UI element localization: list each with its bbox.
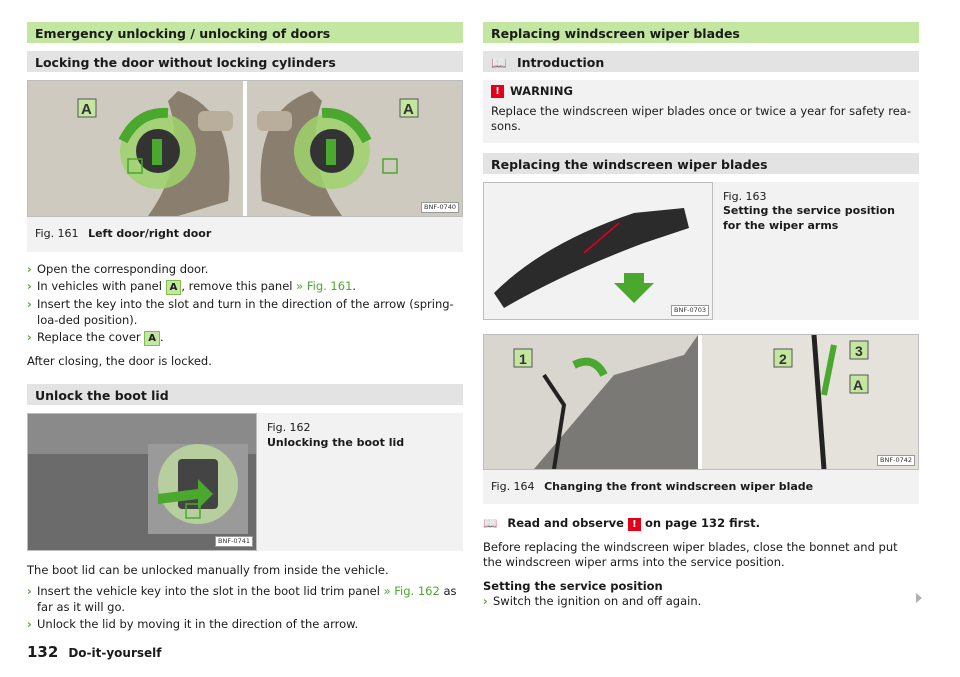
continue-arrow-icon [916, 593, 922, 603]
boot-lid-intro: The boot lid can be unlocked manually fr… [27, 562, 389, 577]
warning-icon: ! [627, 518, 641, 532]
read-and-observe: 📖 Read and observe ! on page 132 first. [483, 516, 760, 532]
figure-163-caption: Fig. 163 Setting the service position fo… [723, 189, 895, 233]
list-item: ›Replace the cover A. [27, 330, 164, 347]
list-item: ›Open the corresponding door. [27, 261, 209, 276]
right-column: Replacing windscreen wiper blades 📖 Intr… [483, 22, 919, 612]
door-steps: ›Open the corresponding door. ›In vehicl… [27, 262, 463, 347]
step-a-label: A [853, 377, 863, 393]
warning-icon: ! [491, 85, 504, 99]
fig-162-link[interactable]: » Fig. 162 [383, 584, 440, 599]
service-position-title: Setting the service position [483, 578, 663, 593]
key-a-badge: A [144, 331, 161, 347]
fig-161-link[interactable]: » Fig. 161 [296, 279, 353, 294]
figure-164-caption: Fig. 164 Changing the front windscreen w… [491, 479, 814, 493]
wiper-blade-photo: 1 2 3 A BNF-0742 [483, 333, 919, 470]
before-replacing-text: Before replacing the windscreen wiper bl… [483, 539, 898, 570]
subheading-replacing-blades: Replacing the windscreen wiper blades [483, 152, 919, 174]
figure-161-caption: Fig. 161 Left door/right door [35, 227, 212, 240]
wiper-lever-illustration [484, 182, 712, 319]
figure-162-caption: Fig. 162 Unlocking the boot lid [267, 420, 405, 449]
subheading-introduction: 📖 Introduction [483, 51, 919, 72]
warning-text: Replace the windscreen wiper blades once… [491, 103, 911, 134]
list-item: ›Unlock the lid by moving it in the dire… [27, 617, 359, 632]
figure-code: BNF-0742 [877, 454, 915, 466]
section-name: Do-it-yourself [68, 646, 162, 660]
left-column: Emergency unlocking / unlocking of doors… [27, 22, 463, 635]
after-closing-text: After closing, the door is locked. [27, 354, 212, 369]
warning-label: WARNING [510, 84, 573, 98]
figure-161: A A BNF-0740 Fig. 161 Left door/right do… [27, 80, 463, 252]
figure-code: BNF-0741 [215, 536, 253, 547]
subheading-unlock-boot-lid: Unlock the boot lid [27, 383, 463, 405]
figure-162: BNF-0741 Fig. 162 Unlocking the boot lid [27, 412, 463, 551]
warning-box: ! WARNING Replace the windscreen wiper b… [483, 80, 919, 143]
section-heading-emergency-unlocking: Emergency unlocking / unlocking of doors [27, 22, 463, 43]
step-3-label: 3 [855, 343, 863, 359]
step-1-label: 1 [519, 351, 527, 367]
key-a-badge: A [165, 280, 182, 296]
figure-164: 1 2 3 A BNF-0742 Fig. 164 Changing the f… [483, 333, 919, 505]
step-2-label: 2 [779, 351, 787, 367]
figure-code: BNF-0703 [671, 304, 709, 316]
panel-a-label-left: A [81, 101, 92, 118]
boot-lid-illustration [28, 413, 256, 550]
subheading-locking-door: Locking the door without locking cylinde… [27, 51, 463, 72]
figure-code: BNF-0740 [421, 202, 459, 213]
wiper-blade-illustration: 1 2 3 A [484, 334, 918, 469]
section-heading-wiper-blades: Replacing windscreen wiper blades [483, 22, 919, 43]
list-item: ›Insert the key into the slot and turn i… [27, 297, 454, 327]
page-footer: 132 Do-it-yourself [27, 642, 161, 662]
list-item: ›Insert the vehicle key into the slot in… [27, 584, 457, 614]
page-number: 132 [27, 643, 59, 661]
boot-lid-photo: BNF-0741 [27, 412, 257, 551]
door-photo: A A BNF-0740 [27, 80, 463, 217]
door-illustration: A A [28, 81, 462, 216]
wiper-lever-photo: BNF-0703 [483, 181, 713, 320]
figure-163: BNF-0703 Fig. 163 Setting the service po… [483, 181, 919, 320]
list-item: ›Switch the ignition on and off again. [483, 594, 702, 609]
book-icon: 📖 [483, 516, 498, 531]
list-item: ›In vehicles with panel A, remove this p… [27, 279, 357, 296]
book-icon: 📖 [491, 55, 507, 70]
panel-a-label-right: A [403, 101, 414, 118]
boot-steps: ›Insert the vehicle key into the slot in… [27, 584, 463, 633]
